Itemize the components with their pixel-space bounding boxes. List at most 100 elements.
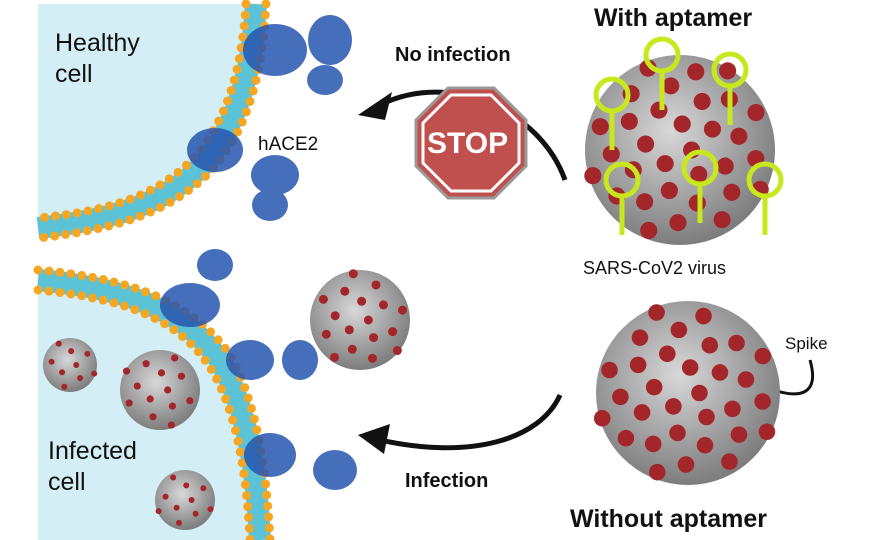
healthy-cell-body	[38, 4, 252, 222]
spike-protein	[188, 497, 195, 503]
spike-protein	[167, 421, 176, 429]
spike-protein	[357, 296, 367, 306]
spike-protein	[737, 371, 755, 388]
spike-protein	[670, 321, 688, 339]
spike-protein	[321, 329, 331, 339]
infection-label: Infection	[405, 470, 489, 492]
spike-protein	[747, 104, 765, 122]
without-aptamer-label: Without aptamer	[570, 505, 767, 533]
aptamers	[593, 36, 784, 235]
virus-particle	[120, 350, 200, 430]
aptamer-icon	[711, 51, 749, 125]
spike-protein	[207, 506, 214, 513]
spike-protein	[703, 120, 722, 138]
spike-protein	[696, 436, 714, 454]
spike-protein	[645, 378, 663, 396]
spike-protein	[660, 182, 678, 200]
aptamer-icon	[746, 161, 784, 235]
spike-protein	[344, 325, 354, 335]
spike-protein	[644, 435, 662, 453]
spike-protein	[164, 386, 172, 394]
lipid-heads-inner	[33, 285, 255, 540]
spike-protein	[636, 193, 654, 211]
spike-protein	[77, 375, 84, 382]
spike-protein	[84, 350, 91, 357]
spike-protein	[369, 333, 379, 343]
stop-sign-text: STOP	[427, 127, 509, 160]
spike-protein	[602, 145, 620, 163]
spike-protein	[631, 329, 649, 346]
spike-protein	[340, 286, 350, 296]
spike-protein	[711, 364, 729, 381]
stop-sign-border	[421, 93, 521, 193]
spike-protein	[48, 358, 55, 365]
with-aptamer-label: With aptamer	[594, 4, 753, 32]
spike-protein	[591, 118, 609, 136]
spike-protein	[617, 429, 635, 447]
aptamer-icon	[593, 76, 631, 150]
spike-protein	[371, 280, 381, 290]
spike-protein	[155, 508, 162, 515]
spike-protein	[170, 474, 177, 481]
spike-label: Spike	[785, 334, 828, 353]
spike-protein	[754, 393, 771, 410]
label-line: cell	[55, 60, 93, 88]
spike-protein	[681, 359, 699, 376]
label-line: Healthy	[55, 29, 140, 57]
no-infection-label: No infection	[395, 44, 511, 66]
spike-protein	[730, 127, 748, 145]
spike-protein	[330, 311, 340, 321]
spike-protein	[388, 327, 398, 337]
spike-protein	[677, 456, 695, 473]
spike-protein	[728, 334, 745, 352]
spike-protein	[168, 402, 177, 410]
virus-label: SARS-CoV2 virus	[583, 258, 727, 278]
spike-protein	[162, 493, 169, 500]
stop-sign-icon	[414, 86, 528, 200]
spike-protein	[612, 388, 629, 406]
spike-protein	[637, 135, 655, 153]
spike-protein	[59, 369, 66, 376]
infecting-virus	[310, 269, 410, 370]
virus-particle	[43, 338, 98, 392]
spike-protein	[662, 77, 680, 95]
spike-protein	[687, 63, 705, 81]
spike-protein	[348, 269, 358, 279]
spike-protein	[691, 384, 708, 402]
spike-protein	[68, 348, 75, 355]
spike-protein	[758, 423, 776, 441]
spike-protein	[122, 367, 131, 375]
spike-protein	[695, 307, 712, 325]
spike-protein	[91, 370, 98, 377]
spike-protein	[721, 453, 738, 470]
spike-protein	[55, 340, 62, 347]
spike-protein	[171, 354, 179, 362]
spike-protein	[183, 482, 190, 489]
spike-protein	[200, 485, 207, 492]
label-line: Infected	[48, 437, 137, 465]
spike-protein	[650, 101, 668, 119]
arrowhead-icon	[358, 424, 390, 454]
spike-protein	[157, 369, 166, 377]
spike-protein	[347, 344, 357, 354]
spike-protein	[133, 382, 141, 390]
spike-protein	[656, 155, 674, 173]
spike-protein	[620, 112, 638, 130]
spike-protein	[146, 395, 154, 403]
spike-protein	[177, 372, 186, 380]
spike-protein	[648, 463, 666, 481]
spike-protein	[648, 304, 665, 321]
spike-protein	[149, 413, 157, 421]
virus-without-aptamer	[593, 301, 780, 485]
spike-protein	[175, 519, 182, 526]
spike-protein	[669, 214, 687, 232]
spike-protein	[378, 300, 388, 310]
virus-particle	[155, 470, 215, 530]
spike-protein	[593, 410, 611, 427]
spike-protein	[640, 221, 658, 240]
spike-protein	[392, 346, 402, 356]
infection-arrow	[379, 393, 563, 451]
spike-protein	[329, 352, 339, 362]
